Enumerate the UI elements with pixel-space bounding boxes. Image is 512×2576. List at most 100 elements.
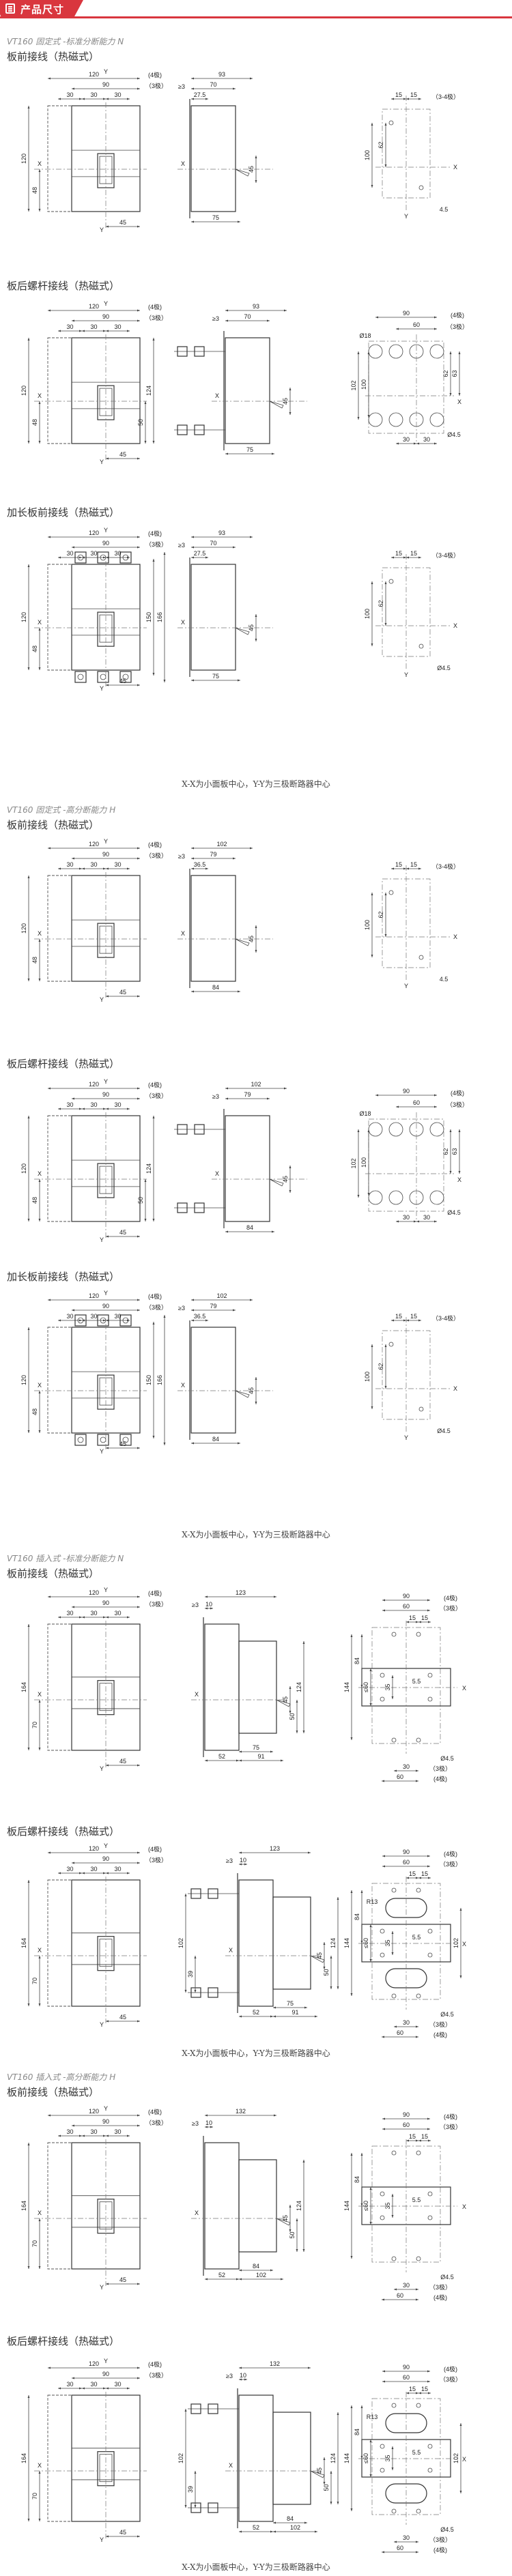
wiring-type-title: 板后螺杆接线（热磁式） xyxy=(7,2335,120,2347)
axis-x-label: X xyxy=(453,1385,457,1392)
dimension-arrow xyxy=(106,330,130,332)
pole-4-label: (4极) xyxy=(148,71,162,78)
depth-label: 10 xyxy=(240,2372,246,2379)
dimension-arrow xyxy=(106,867,130,870)
axis-x-label: X xyxy=(181,160,185,167)
fourth-pole-outline xyxy=(47,1623,72,1751)
dimension-arrow xyxy=(106,1616,130,1619)
width-3-pole-label: 90 xyxy=(102,2371,109,2377)
terminal-block xyxy=(119,1434,132,1446)
mounting-hole xyxy=(391,2256,397,2261)
hole-spacing-label: 30 xyxy=(423,436,430,443)
pole-pitch-label: 30 xyxy=(114,1610,121,1617)
pole-3-label: （3极） xyxy=(145,1303,167,1311)
axis-x-label: X xyxy=(38,2210,42,2216)
mounting-hole xyxy=(380,1952,385,1958)
breaker-side-outline xyxy=(238,1640,277,1734)
terminal-hole xyxy=(122,674,129,680)
x-offset-label: 48 xyxy=(31,419,38,426)
mounting-hole xyxy=(388,890,394,895)
axis-x-label: X xyxy=(38,2462,42,2469)
pole-pitch-label: 30 xyxy=(114,2128,121,2135)
pole-4-label: (4极) xyxy=(433,2293,447,2301)
terminal-depth-label: 36.5 xyxy=(194,861,206,868)
axis-y-label: Y xyxy=(100,459,104,465)
axis-x-label: X xyxy=(38,619,42,626)
width-4-pole-label: 90 xyxy=(403,1849,410,1855)
depth-label: 10 xyxy=(205,2119,212,2126)
dimension-arrow xyxy=(82,2134,106,2137)
pole-range-label: （3-4极） xyxy=(432,863,459,870)
dimension-arrow xyxy=(82,1108,106,1110)
pole-3-label: （3极） xyxy=(145,852,167,859)
hole-offset-label: 62 xyxy=(378,911,384,918)
breaker-side-outline xyxy=(190,105,236,212)
stud-hole xyxy=(368,1190,383,1205)
stud-nut xyxy=(190,2502,201,2513)
width-3-pole-label: 90 xyxy=(102,851,109,858)
hole-spacing-label: 15 xyxy=(409,1870,416,1877)
axis-x-label: X xyxy=(229,1947,233,1954)
dimension-arrow xyxy=(82,867,106,870)
wiring-type-title: 板前接线（热磁式） xyxy=(7,819,100,831)
terminal-block xyxy=(119,551,132,564)
stud-offset-label: 39 xyxy=(187,1971,194,1978)
depth-label: 84 xyxy=(246,1224,253,1231)
fourth-pole-outline xyxy=(47,1115,72,1222)
dimension-arrow xyxy=(82,1872,106,1875)
axis-y-label: Y xyxy=(404,213,408,220)
width-4-pole-label: 90 xyxy=(403,1088,410,1095)
document-list-icon xyxy=(5,3,15,14)
height-label: 166 xyxy=(156,612,163,622)
dimension-arrow xyxy=(82,1319,106,1322)
pole-pitch-label: 30 xyxy=(114,861,121,868)
clearance-label: ≥3 xyxy=(226,2373,233,2379)
clearance-label: ≥3 xyxy=(212,1093,219,1100)
depth-label: 70 xyxy=(210,540,216,547)
fourth-pole-outline xyxy=(47,1879,72,2007)
handle-height-label: 45 xyxy=(282,1696,289,1703)
pole-4-label: (4极) xyxy=(148,1081,162,1088)
stud-hole xyxy=(388,412,403,427)
mounting-hole xyxy=(391,2403,397,2408)
hole-spacing-label: 15 xyxy=(395,1313,402,1320)
width-3-pole-label: 90 xyxy=(102,1855,109,1862)
hole-spacing-label: 15 xyxy=(395,91,402,98)
breaker-side-outline xyxy=(190,875,236,982)
stud-pitch-label: 102 xyxy=(177,2453,184,2463)
axis-x-label: X xyxy=(453,622,457,629)
fourth-pole-outline xyxy=(47,564,72,671)
dimension-arrow xyxy=(406,2392,418,2394)
mounting-hole xyxy=(427,1673,433,1678)
height-label: 166 xyxy=(156,1375,163,1385)
offset-label: 62 xyxy=(442,370,449,377)
handle-lever xyxy=(310,2470,325,2478)
pole-pitch-label: 30 xyxy=(90,91,97,98)
dimension-arrow xyxy=(323,2457,326,2485)
dimension-arrow xyxy=(82,556,106,559)
terminal-hole xyxy=(100,1436,106,1443)
mounting-hole xyxy=(391,2508,397,2514)
depth-label: 84 xyxy=(253,2263,259,2270)
offset-label: 63 xyxy=(451,1148,458,1155)
terminal-depth-label: 27.5 xyxy=(194,91,206,98)
stud-diameter-label: Ø18 xyxy=(359,1110,371,1117)
offset-label: 63 xyxy=(451,370,458,377)
y-offset-label: 45 xyxy=(119,1229,126,1236)
pole-pitch-label: 30 xyxy=(90,1610,97,1617)
axis-x-label: X xyxy=(38,930,42,937)
y-offset-label: 45 xyxy=(119,451,126,458)
stud-hole xyxy=(368,412,383,427)
mounting-hole xyxy=(416,1887,421,1893)
breaker-side-outline xyxy=(272,1896,311,1990)
pole-pitch-label: 30 xyxy=(90,2381,97,2388)
width-4-pole-label: 120 xyxy=(89,303,99,310)
dimension-arrow xyxy=(418,1621,431,1623)
width-3-pole-label: 90 xyxy=(102,1600,109,1606)
